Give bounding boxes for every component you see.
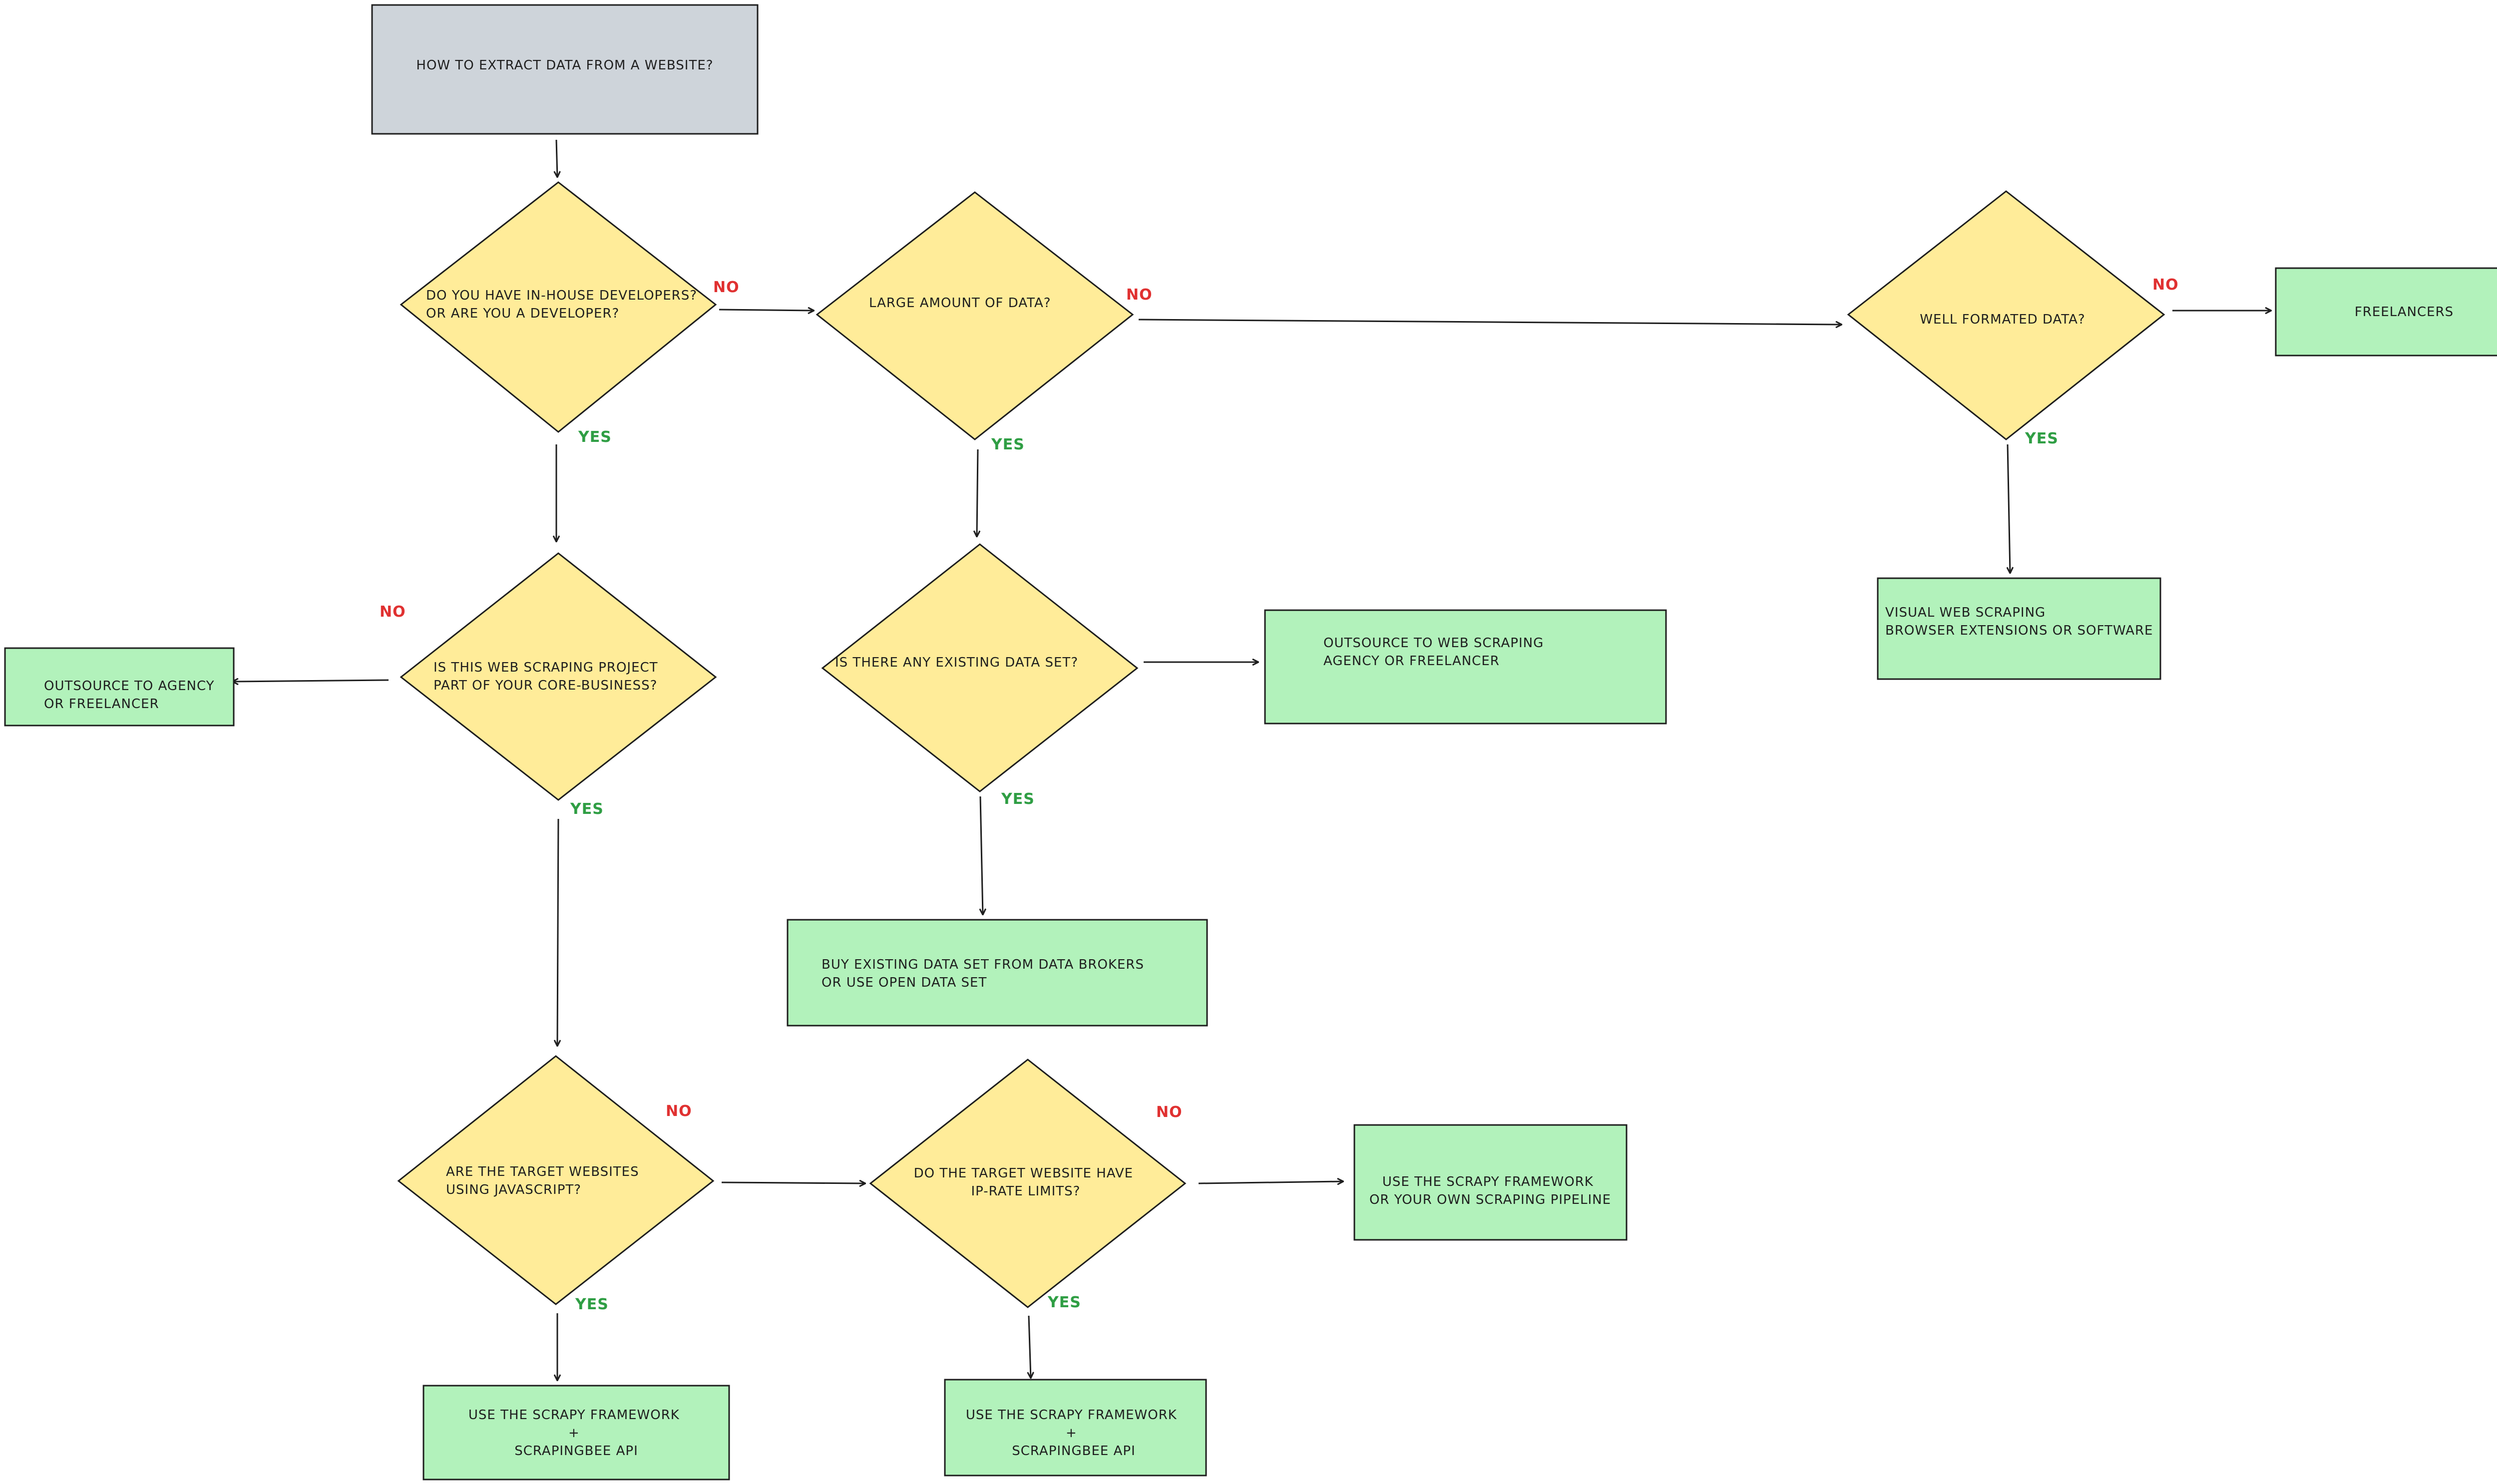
outcome-outsource-agency-line-2: OR FREELANCER (44, 697, 159, 712)
outcome-scrapy-pipeline-line-2: OR YOUR OWN SCRAPING PIPELINE (1369, 1192, 1611, 1207)
outcome-visual-scraping-text: VISUAL WEB SCRAPING BROWSER EXTENSIONS O… (1885, 605, 2153, 638)
edge-well-formatted-yes-to-visual (2008, 444, 2010, 573)
outcome-scrapy-bee-2-line-2: + (1066, 1426, 1077, 1441)
decision-large-data-line-1: LARGE AMOUNT OF DATA? (869, 296, 1051, 311)
yes-label-ip-limits: YES (1047, 1294, 1081, 1311)
no-label-developers: NO (713, 279, 740, 296)
decision-developers-text: DO YOU HAVE IN-HOUSE DEVELOPERS? OR ARE … (426, 288, 702, 321)
edge-ip-limits-no-to-pipeline (1198, 1181, 1343, 1183)
outcome-scrapy-bee-1: USE THE SCRAPY FRAMEWORK + SCRAPINGBEE A… (422, 1385, 730, 1481)
outcome-scrapy-bee-2-line-1: USE THE SCRAPY FRAMEWORK (966, 1408, 1177, 1423)
edge-existing-yes-to-buy (980, 796, 983, 915)
decision-existing-dataset-text: IS THERE ANY EXISTING DATA SET? (835, 655, 1078, 670)
yes-label-core-business: YES (570, 800, 604, 818)
decision-core-business-line-2: PART OF YOUR CORE-BUSINESS? (433, 678, 657, 693)
outcome-buy-dataset-line-1: BUY EXISTING DATA SET FROM DATA BROKERS (822, 957, 1144, 972)
yes-label-developers: YES (578, 428, 612, 446)
decision-core-business: IS THIS WEB SCRAPING PROJECT PART OF YOU… (400, 552, 717, 801)
outcome-freelancers-line-1: FREELANCERS (2355, 305, 2454, 320)
no-label-core-business: NO (380, 603, 406, 621)
decision-javascript-text: ARE THE TARGET WEBSITES USING JAVASCRIPT… (446, 1164, 644, 1197)
yes-label-javascript: YES (575, 1296, 609, 1313)
outcome-scrapy-bee-2-line-3: SCRAPINGBEE API (1012, 1444, 1136, 1459)
outcome-outsource-web-line-2: AGENCY OR FREELANCER (1323, 654, 1500, 669)
decision-existing-dataset: IS THERE ANY EXISTING DATA SET? (821, 543, 1139, 792)
no-label-large-data: NO (1126, 286, 1153, 304)
decision-ip-limits-text: DO THE TARGET WEBSITE HAVE IP-RATE LIMIT… (914, 1166, 1138, 1199)
outcome-outsource-agency: OUTSOURCE TO AGENCY OR FREELANCER (4, 647, 235, 727)
edge-large-data-yes-to-existing (977, 449, 978, 537)
outcome-outsource-web-text: OUTSOURCE TO WEB SCRAPING AGENCY OR FREE… (1323, 636, 1549, 669)
yes-label-large-data: YES (991, 436, 1025, 453)
outcome-freelancers-text: FREELANCERS (2355, 305, 2454, 320)
outcome-scrapy-bee-2: USE THE SCRAPY FRAMEWORK + SCRAPINGBEE A… (944, 1379, 1207, 1477)
outcome-scrapy-bee-2-text: USE THE SCRAPY FRAMEWORK + SCRAPINGBEE A… (966, 1408, 1182, 1459)
decision-javascript-line-2: USING JAVASCRIPT? (446, 1182, 581, 1197)
outcome-visual-scraping-line-2: BROWSER EXTENSIONS OR SOFTWARE (1885, 623, 2153, 638)
no-label-well-formatted: NO (2152, 276, 2179, 294)
decision-ip-limits-line-2: IP-RATE LIMITS? (971, 1184, 1081, 1199)
edge-javascript-no-to-ip-limits (721, 1182, 865, 1183)
title-line-1: HOW TO EXTRACT DATA FROM A WEBSITE? (416, 58, 713, 73)
yes-label-existing-dataset: YES (1001, 790, 1035, 808)
outcome-scrapy-bee-1-text: USE THE SCRAPY FRAMEWORK + SCRAPINGBEE A… (468, 1408, 684, 1459)
decision-large-data-text: LARGE AMOUNT OF DATA? (869, 296, 1051, 311)
decision-core-business-text: IS THIS WEB SCRAPING PROJECT PART OF YOU… (433, 660, 663, 693)
edge-core-business-no-to-agency (232, 680, 389, 682)
decision-well-formatted-line-1: WELL FORMATED DATA? (1920, 312, 2085, 327)
outcome-buy-dataset: BUY EXISTING DATA SET FROM DATA BROKERS … (787, 919, 1208, 1027)
decision-javascript-line-1: ARE THE TARGET WEBSITES (446, 1164, 639, 1179)
decision-existing-dataset-line-1: IS THERE ANY EXISTING DATA SET? (835, 655, 1078, 670)
outcome-buy-dataset-text: BUY EXISTING DATA SET FROM DATA BROKERS … (822, 957, 1149, 990)
outcome-outsource-web-line-1: OUTSOURCE TO WEB SCRAPING (1323, 636, 1544, 651)
title-box: HOW TO EXTRACT DATA FROM A WEBSITE? (371, 4, 759, 135)
decision-core-business-line-1: IS THIS WEB SCRAPING PROJECT (433, 660, 658, 675)
outcome-scrapy-bee-1-line-3: SCRAPINGBEE API (514, 1444, 638, 1459)
decision-developers: DO YOU HAVE IN-HOUSE DEVELOPERS? OR ARE … (400, 181, 717, 433)
decision-well-formatted: WELL FORMATED DATA? (1847, 190, 2165, 440)
outcome-freelancers: FREELANCERS (2275, 267, 2497, 357)
outcome-visual-scraping-line-1: VISUAL WEB SCRAPING (1885, 605, 2046, 620)
outcome-buy-dataset-line-2: OR USE OPEN DATA SET (822, 975, 987, 990)
edge-large-data-no-to-well-formatted (1138, 319, 1842, 325)
decision-ip-limits: DO THE TARGET WEBSITE HAVE IP-RATE LIMIT… (869, 1059, 1187, 1308)
edge-title-to-developers (556, 139, 557, 177)
yes-label-well-formatted: YES (2025, 430, 2059, 447)
outcome-scrapy-pipeline-line-1: USE THE SCRAPY FRAMEWORK (1382, 1174, 1594, 1189)
decision-well-formatted-text: WELL FORMATED DATA? (1920, 312, 2085, 327)
decision-developers-line-1: DO YOU HAVE IN-HOUSE DEVELOPERS? (426, 288, 697, 303)
outcome-outsource-web: OUTSOURCE TO WEB SCRAPING AGENCY OR FREE… (1264, 609, 1667, 725)
annotations: NO NO NO NO NO NO YES YES YES YES YES YE… (380, 276, 2179, 1313)
outcome-scrapy-bee-1-line-1: USE THE SCRAPY FRAMEWORK (468, 1408, 680, 1423)
edge-developers-no-to-large-data (719, 310, 814, 311)
outcome-visual-scraping: VISUAL WEB SCRAPING BROWSER EXTENSIONS O… (1877, 577, 2161, 680)
decision-large-data: LARGE AMOUNT OF DATA? (816, 191, 1134, 440)
no-label-ip-limits: NO (1156, 1104, 1183, 1121)
outcome-scrapy-bee-1-line-2: + (568, 1426, 580, 1441)
outcome-outsource-agency-text: OUTSOURCE TO AGENCY OR FREELANCER (44, 679, 219, 712)
decision-ip-limits-line-1: DO THE TARGET WEBSITE HAVE (914, 1166, 1133, 1181)
outcome-scrapy-pipeline: USE THE SCRAPY FRAMEWORK OR YOUR OWN SCR… (1353, 1124, 1628, 1241)
decision-developers-line-2: OR ARE YOU A DEVELOPER? (426, 306, 619, 321)
decision-javascript: ARE THE TARGET WEBSITES USING JAVASCRIPT… (397, 1055, 715, 1305)
edge-ip-limits-yes-to-scrapybee-2 (1029, 1315, 1031, 1378)
title-text: HOW TO EXTRACT DATA FROM A WEBSITE? (416, 58, 713, 73)
outcome-scrapy-pipeline-text: USE THE SCRAPY FRAMEWORK OR YOUR OWN SCR… (1369, 1174, 1611, 1207)
edge-core-business-yes-to-javascript (557, 818, 558, 1046)
outcome-outsource-agency-line-1: OUTSOURCE TO AGENCY (44, 679, 215, 694)
no-label-javascript: NO (666, 1103, 692, 1120)
connectors (232, 139, 2271, 1381)
